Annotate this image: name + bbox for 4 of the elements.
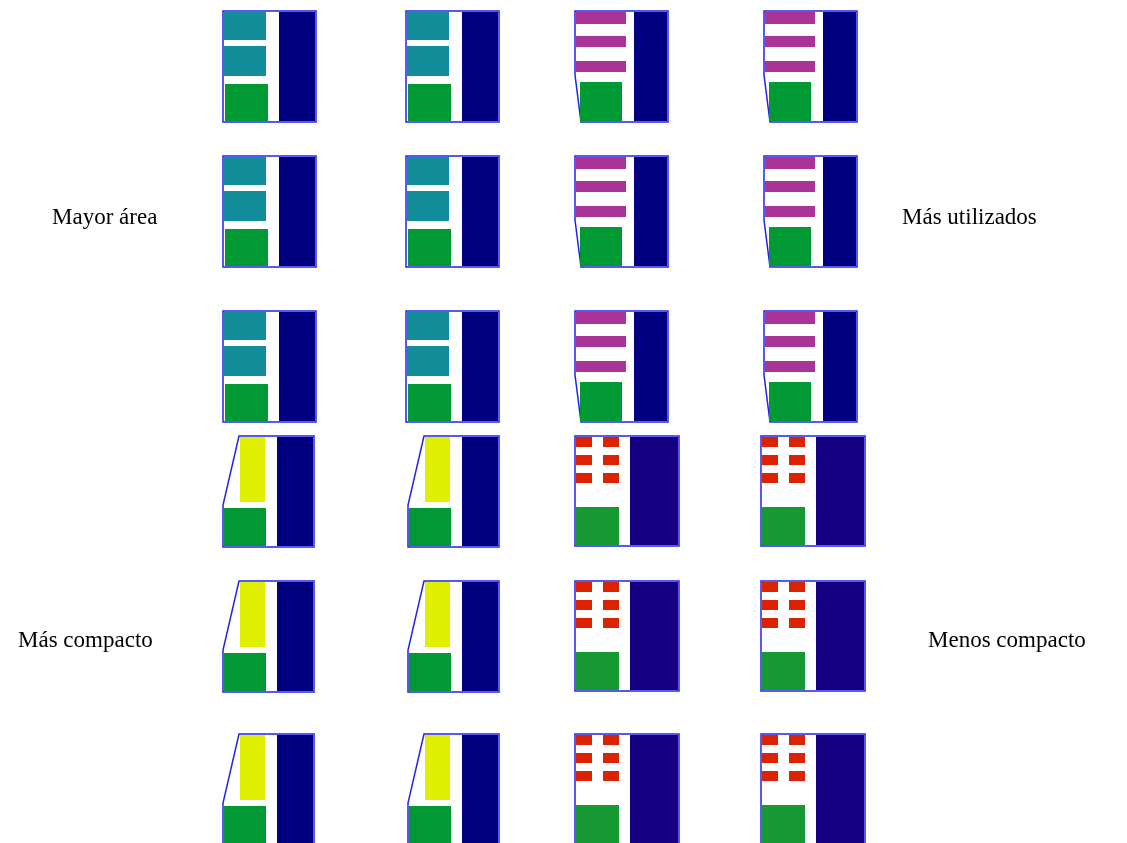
caption-text: Mayor área [52,204,158,230]
caption-text: Menos compacto [928,627,1086,653]
caption-text: Más utilizados [902,204,1037,230]
caption-text: Más compacto [18,627,153,653]
